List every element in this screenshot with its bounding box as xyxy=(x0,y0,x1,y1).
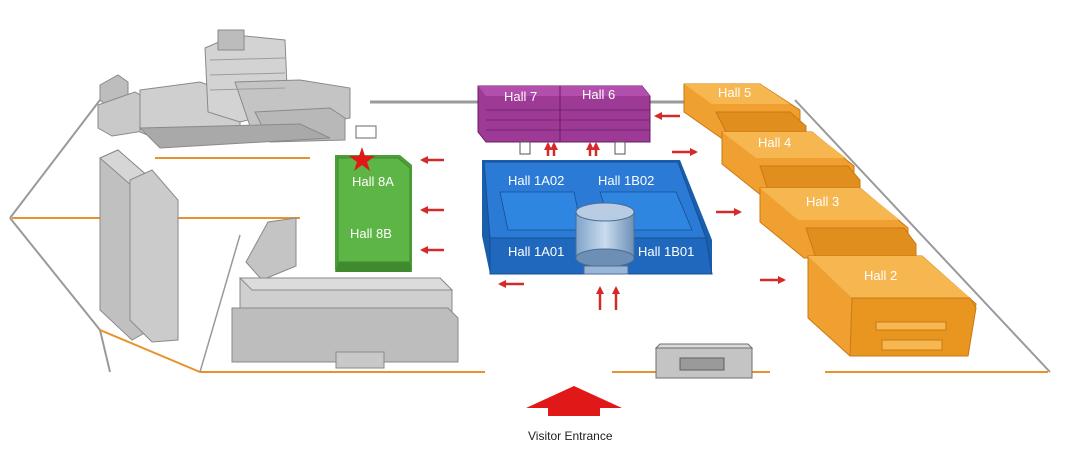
direction-arrows xyxy=(420,112,786,310)
hall-1a02-label[interactable]: Hall 1A02 xyxy=(508,173,564,188)
hall-8-block[interactable]: Hall 8A Hall 8B xyxy=(335,147,412,272)
hall-3-block[interactable]: Hall 3 xyxy=(759,187,917,259)
tower-blocks xyxy=(99,149,179,343)
central-rotunda xyxy=(575,202,635,275)
grey-buildings xyxy=(97,29,754,379)
hall-2-label[interactable]: Hall 2 xyxy=(864,268,897,283)
office-building xyxy=(97,29,377,149)
hall-6-7-block[interactable]: Hall 7 Hall 6 xyxy=(477,85,651,155)
hall-7-label[interactable]: Hall 7 xyxy=(504,89,537,104)
hall-8b-label[interactable]: Hall 8B xyxy=(350,226,392,241)
hall-8a-label[interactable]: Hall 8A xyxy=(352,174,394,189)
hall-5-label[interactable]: Hall 5 xyxy=(718,85,751,100)
hall-5-block[interactable]: Hall 5 xyxy=(683,83,807,141)
star-icon xyxy=(349,147,375,171)
road xyxy=(199,234,241,373)
entrance-kiosk xyxy=(654,343,754,379)
entrance-arrow-icon xyxy=(526,386,622,416)
service-building xyxy=(231,217,459,369)
hall-1a01-label[interactable]: Hall 1A01 xyxy=(508,244,564,259)
hall-4-label[interactable]: Hall 4 xyxy=(758,135,791,150)
boundary-line xyxy=(794,99,1051,373)
visitor-entrance-label[interactable]: Visitor Entrance xyxy=(528,429,613,443)
hall-4-block[interactable]: Hall 4 xyxy=(721,131,861,197)
boundary-line xyxy=(9,99,101,219)
visitor-entrance[interactable]: Visitor Entrance xyxy=(526,386,622,443)
hall-1-block[interactable]: Hall 1A02 Hall 1B02 Hall 1A01 Hall 1B01 xyxy=(482,160,713,275)
boundary-line xyxy=(9,217,111,373)
hall-1b01-label[interactable]: Hall 1B01 xyxy=(638,244,694,259)
hall-2-block[interactable]: Hall 2 xyxy=(807,255,977,357)
hall-6-label[interactable]: Hall 6 xyxy=(582,87,615,102)
hall-1b02-label[interactable]: Hall 1B02 xyxy=(598,173,654,188)
hall-3-label[interactable]: Hall 3 xyxy=(806,194,839,209)
